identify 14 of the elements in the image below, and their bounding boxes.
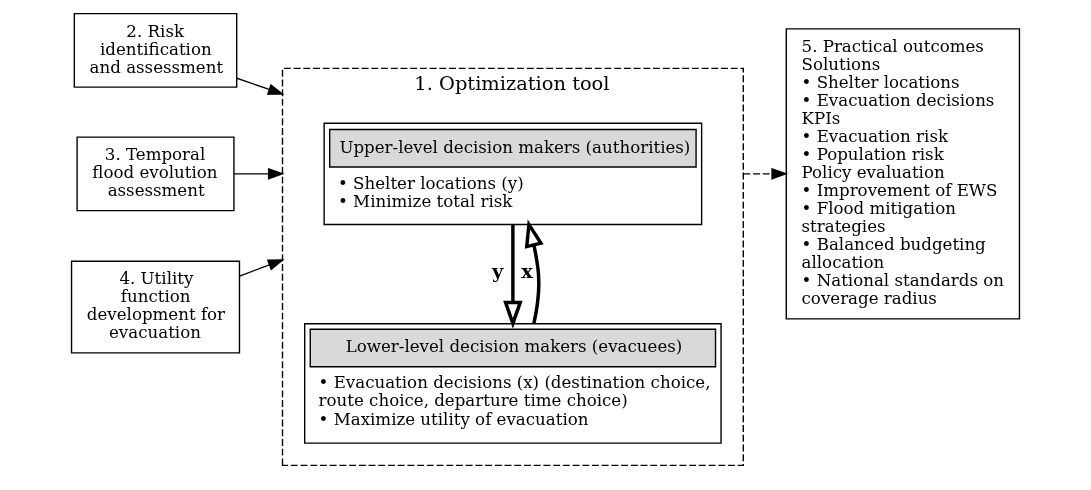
arrow	[236, 77, 285, 95]
node-box: Upper-level decision makers (authorities) • Shelter locations (y) • Minimize total risk	[323, 122, 703, 226]
arrow	[524, 219, 544, 324]
arrow	[238, 259, 285, 277]
arrow	[233, 168, 285, 180]
arrow	[503, 224, 523, 329]
arrow	[742, 168, 789, 180]
node-box: 3. Temporal flood evolution assessment	[76, 136, 235, 212]
node-box: Lower-level decision makers (evacuees) • Evacuation decisions (x) (destination choice, route choice, departure time choice) • Maximize utility of evacuation	[304, 323, 722, 444]
edge-label: y	[492, 259, 504, 283]
node-box: 2. Risk identification and assessment	[73, 12, 238, 88]
node-box: 5. Practical outcomes Solutions • Shelter locations • Evacuation decisions KPIs • Evacuation risk • Population risk Policy evaluation • Improvement of EWS • Flood mitigation strategies • Balanced budgeting allocation • National standards on coverage radius	[785, 28, 1021, 320]
edge-label: x	[521, 259, 533, 283]
node-box: 4. Utility function development for evacuation	[70, 260, 241, 354]
